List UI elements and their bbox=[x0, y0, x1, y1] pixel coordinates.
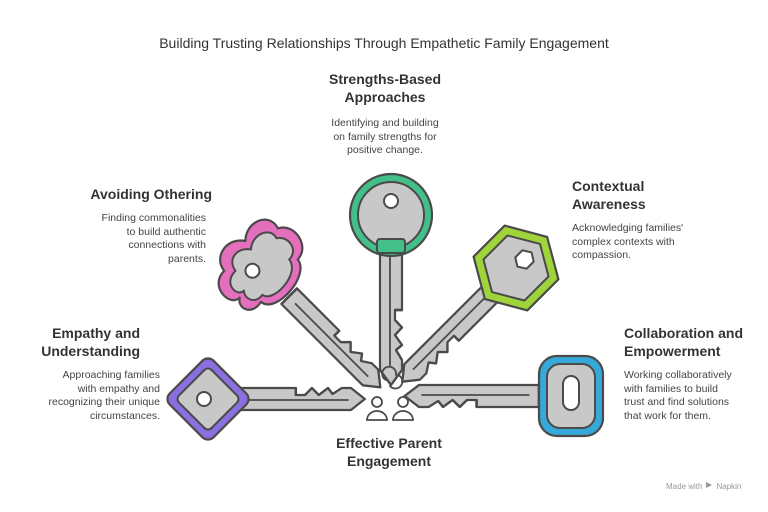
napkin-logo-icon bbox=[705, 481, 713, 491]
collaboration-key-icon bbox=[403, 354, 605, 438]
empathy-key-icon bbox=[166, 357, 367, 441]
strengths-key-icon bbox=[348, 172, 434, 387]
footer-attribution: Made with Napkin bbox=[666, 481, 741, 491]
othering-key-icon bbox=[217, 218, 390, 397]
napkin-brand-label: Napkin bbox=[716, 481, 742, 491]
contextual-description: Acknowledging families'complex contexts … bbox=[572, 222, 684, 261]
made-with-label: Made with bbox=[666, 481, 703, 491]
people-collaboration-icon bbox=[366, 365, 414, 421]
diagram-title: Building Trusting Relationships Through … bbox=[159, 35, 609, 51]
othering-heading: Avoiding Othering bbox=[90, 186, 212, 202]
contextual-key-icon bbox=[393, 224, 560, 391]
